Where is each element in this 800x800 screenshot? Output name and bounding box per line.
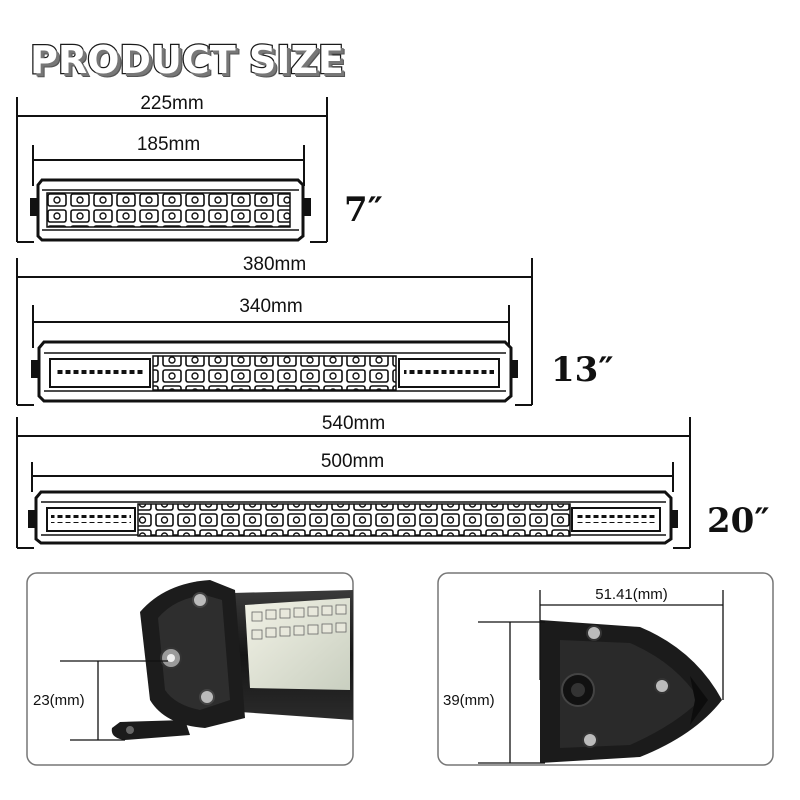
end-cap-width-label: 51.41(mm) bbox=[595, 586, 668, 603]
end-cap-height-label: 39(mm) bbox=[443, 692, 495, 709]
bar-20-total-length: 540mm bbox=[321, 413, 386, 434]
bar-20-inner-length: 500mm bbox=[320, 451, 385, 472]
bar-7-size-label: 7″ bbox=[344, 190, 383, 230]
bar-13-size-label: 13″ bbox=[551, 350, 614, 390]
bar-13-total-length: 380mm bbox=[242, 254, 307, 275]
bar-13-inner-length: 340mm bbox=[239, 296, 303, 317]
bar-20-size-label: 20″ bbox=[707, 501, 770, 541]
bar-7-total-length: 225mm bbox=[140, 93, 204, 114]
bar-7-inner-length: 185mm bbox=[136, 134, 201, 155]
page-title: PRODUCT SIZE bbox=[29, 37, 345, 84]
bracket-height-label: 23(mm) bbox=[33, 692, 85, 709]
bar-20-inch-body bbox=[28, 490, 678, 545]
bar-13-inch-dimensions bbox=[16, 258, 533, 406]
bar-20-inch-dimensions bbox=[16, 417, 691, 549]
bar-7-inch-dimensions bbox=[16, 97, 328, 243]
bracket-detail-panel bbox=[26, 572, 354, 766]
end-cap-detail-panel bbox=[437, 572, 774, 766]
bar-7-inch-body bbox=[30, 178, 311, 242]
bar-13-inch-body bbox=[31, 340, 518, 403]
